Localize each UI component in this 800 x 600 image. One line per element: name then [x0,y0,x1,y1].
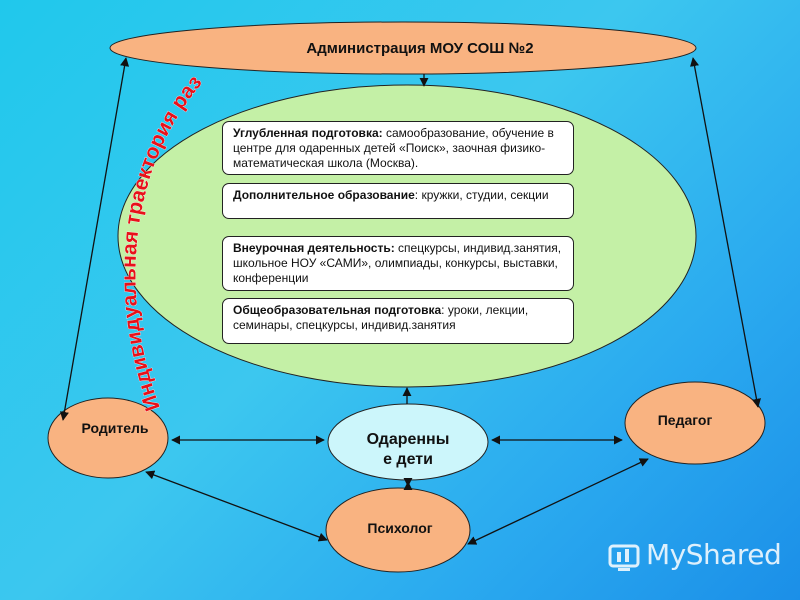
arrow-psychologist-teacher [467,458,649,545]
parent-label: Родитель [81,420,149,436]
activity-box-advanced-text: самообразование, обучение в центре для о… [233,126,554,170]
activity-box-additional-title: Дополнительное образование [233,188,415,202]
activity-box-additional: Дополнительное образование: кружки, студ… [222,183,574,219]
arrow-parent-psychologist [145,470,328,542]
activity-box-additional-text: : кружки, студии, секции [414,188,549,202]
activity-box-general-text: : уроки, лекции, семинары, спецкурсы, ин… [233,303,529,332]
activity-box-extracurricular-text: спецкурсы, индивид.занятия, школьное НОУ… [233,241,562,285]
watermark-text: MyShared [646,538,782,571]
admin-ellipse [109,21,697,75]
arrow-teacher-admin [690,57,761,408]
psychologist-label: Психолог [367,520,433,536]
activity-box-general-title: Общеобразовательная подготовка [233,303,442,317]
watermark-logo-icon [608,544,640,571]
teacher-label: Педагог [657,412,713,428]
activity-box-advanced-title: Углубленная подготовка: [233,126,383,140]
arrow-parent-admin [59,57,130,421]
gifted-children-label-line1: Одаренны [366,431,450,448]
activity-box-advanced: Углубленная подготовка: самообразование,… [222,121,574,175]
gifted-children-label: Одаренны е дети [340,430,476,470]
admin-label: Администрация МОУ СОШ №2 [306,40,533,57]
activity-box-extracurricular-title: Внеурочная деятельность: [233,241,395,255]
gifted-children-label-line2: е дети [383,451,433,468]
activity-box-general: Общеобразовательная подготовка: уроки, л… [222,298,574,344]
activity-box-extracurricular: Внеурочная деятельность: спецкурсы, инди… [222,236,574,291]
